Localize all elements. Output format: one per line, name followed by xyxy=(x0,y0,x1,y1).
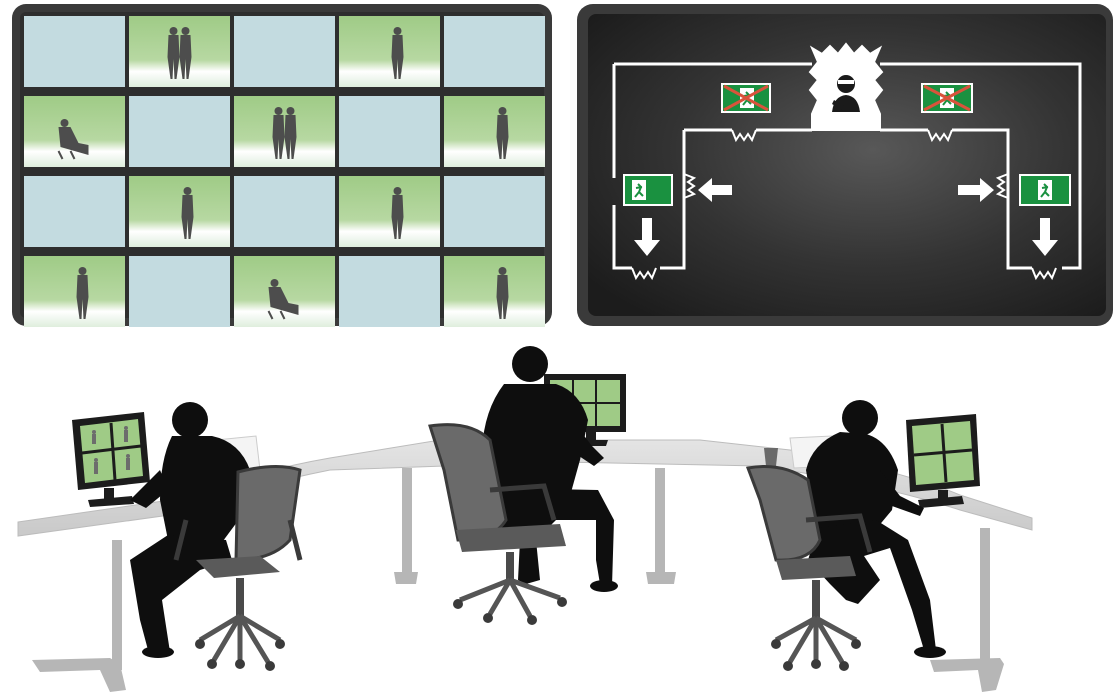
person-silhouette xyxy=(391,187,404,239)
video-tile xyxy=(234,16,335,87)
video-tile xyxy=(339,96,440,167)
door-top-left xyxy=(731,129,757,143)
video-tile xyxy=(24,256,125,327)
video-tile xyxy=(129,96,230,167)
arrow-down-icon xyxy=(1032,218,1058,256)
operator-left xyxy=(72,402,303,671)
person-silhouette xyxy=(496,107,509,159)
door-top-right xyxy=(927,129,953,143)
chair-center xyxy=(428,423,567,625)
video-tile xyxy=(339,16,440,87)
video-tile xyxy=(339,256,440,327)
video-tile xyxy=(129,176,230,247)
person-silhouette xyxy=(57,119,89,160)
door-bottom-right xyxy=(1031,267,1057,281)
video-tile xyxy=(234,176,335,247)
person-silhouette xyxy=(496,267,509,319)
video-tile xyxy=(444,16,545,87)
monitor-left xyxy=(72,412,150,507)
person-silhouette xyxy=(272,107,297,159)
video-tile xyxy=(444,176,545,247)
monitor-right xyxy=(906,414,980,508)
video-tile xyxy=(129,256,230,327)
door-left xyxy=(683,173,697,199)
person-silhouette xyxy=(391,27,404,79)
operator-right xyxy=(745,400,980,671)
video-tile xyxy=(339,176,440,247)
exit-sign-icon xyxy=(623,174,673,206)
chair-right xyxy=(745,465,873,671)
video-tile xyxy=(234,96,335,167)
person-silhouette xyxy=(76,267,89,319)
operator-center xyxy=(428,346,626,625)
person-silhouette xyxy=(181,187,194,239)
arrow-right-icon xyxy=(958,178,994,202)
person-silhouette xyxy=(167,27,192,79)
video-tile xyxy=(234,256,335,327)
blocked-exit-icon xyxy=(921,83,973,113)
chair-left xyxy=(173,465,303,671)
video-tile xyxy=(444,96,545,167)
video-wall xyxy=(12,4,552,327)
video-tile xyxy=(444,256,545,327)
exit-sign-icon xyxy=(1019,174,1071,206)
video-tile xyxy=(129,16,230,87)
door-bottom-left xyxy=(631,267,657,281)
intruder-room xyxy=(808,42,884,131)
person-silhouette xyxy=(267,279,299,320)
door-right xyxy=(995,173,1009,199)
evacuation-floor-plan-screen xyxy=(577,4,1113,326)
video-tile xyxy=(24,176,125,247)
intruder-icon xyxy=(832,75,860,112)
floor-plan-walls xyxy=(612,62,1082,270)
blocked-exit-icon xyxy=(721,83,771,113)
video-tile xyxy=(24,16,125,87)
arrow-down-icon xyxy=(634,218,660,256)
arrow-left-icon xyxy=(698,178,732,202)
video-tile xyxy=(24,96,125,167)
